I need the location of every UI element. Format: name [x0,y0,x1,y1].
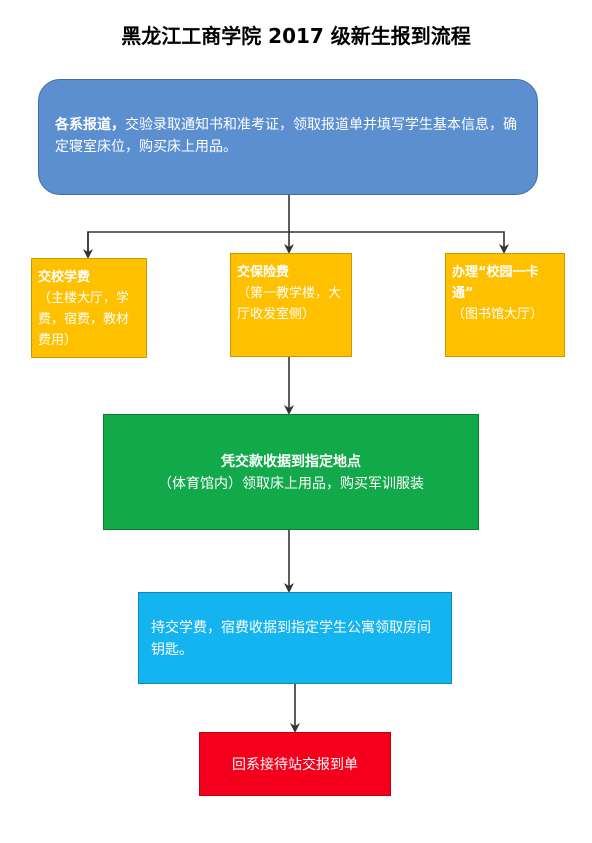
step4-dorm-key-box: 持交学费，宿费收据到指定学生公寓领取房间钥匙。 [138,592,452,684]
step3-collect-supplies-box: 凭交款收据到指定地点 （体育馆内）领取床上用品，购买军训服装 [103,414,479,530]
branch-campus-card-detail: （图书馆大厅） [452,307,544,322]
step3-title: 凭交款收据到指定地点 [221,454,361,470]
branch-tuition-box: 交校学费 （主楼大厅，学费，宿费，教材费用） [31,258,147,358]
page-title: 黑龙江工商学院 2017 级新生报到流程 [121,24,471,48]
step1-bold-label: 各系报道， [55,117,125,133]
branch-tuition-detail: （主楼大厅，学费，宿费，教材费用） [38,291,130,348]
branch-campus-card-title: 办理“校园一卡通” [452,265,539,301]
step3-text: （体育馆内）领取床上用品，购买军训服装 [158,476,424,492]
branch-insurance-detail: （第一教学楼，大厅收发室侧） [237,286,342,322]
branch-campus-card-box: 办理“校园一卡通” （图书馆大厅） [445,253,565,357]
branch-insurance-box: 交保险费 （第一教学楼，大厅收发室侧） [230,253,352,357]
step5-text: 回系接待站交报到单 [232,757,358,773]
branch-insurance-title: 交保险费 [237,265,290,280]
branch-tuition-title: 交校学费 [38,270,91,285]
step1-register-box: 各系报道，交验录取通知书和准考证，领取报道单并填写学生基本信息，确定寝室床位，购… [38,79,538,195]
step1-text: 交验录取通知书和准考证，领取报道单并填写学生基本信息，确定寝室床位，购买床上用品… [55,117,517,155]
step4-text: 持交学费，宿费收据到指定学生公寓领取房间钥匙。 [151,620,431,658]
step5-submit-form-box: 回系接待站交报到单 [199,732,391,796]
